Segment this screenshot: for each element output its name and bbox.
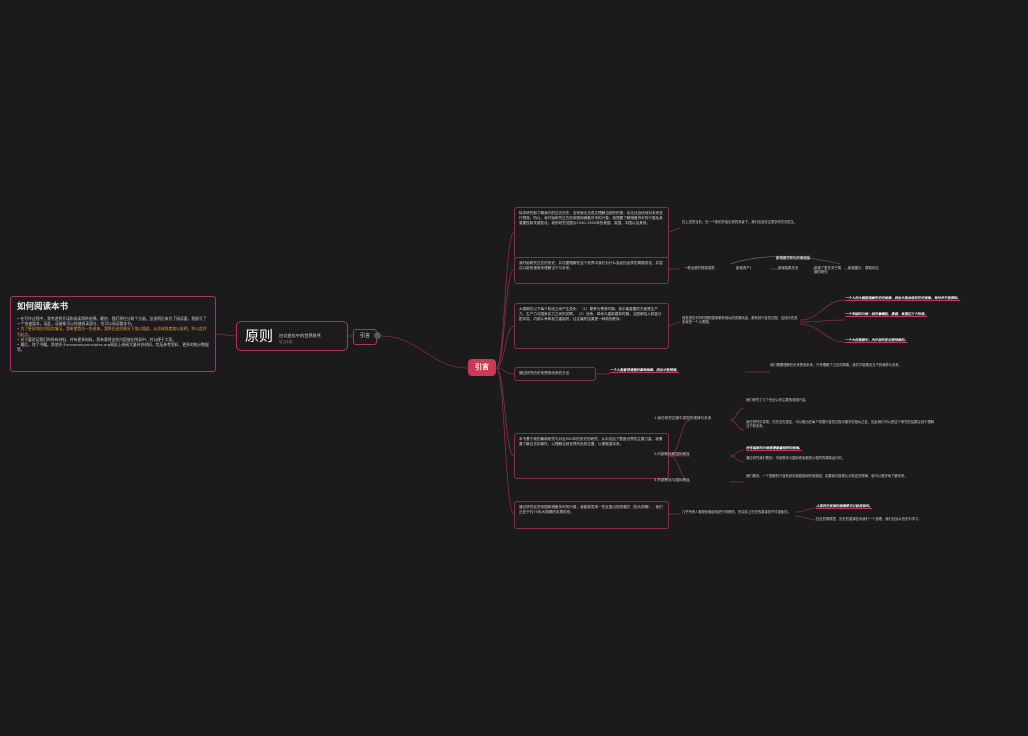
center-topic-intro[interactable]: 引言 [468,359,496,376]
branch-6-note-2: 在这些周期里，历史的重演告诉我们一个道理，我们应该从历史中学习。 [816,517,922,521]
branch-6-red: 人类历史发展的规律是可以被发现的。 [816,504,873,508]
branch-4-note: 我们需要理解历史来预测未来，只有理解了过去的周期，我们才能看清当下的局势与未来。 [770,363,902,367]
root-topic[interactable]: 原则 应对变化中的世界秩序 瑞·达利欧 [236,321,348,351]
sub-1-text-1: 我们研究了几个世纪以来主要的帝国兴衰。 [746,398,809,402]
root-subtitle: 应对变化中的世界秩序 [279,333,321,338]
chain-title: 新增模式转化的演进图 [776,256,810,260]
chain-step-5: 新增图示、周期评估 [848,266,892,271]
branch-text: 大周期在以下每个阶段之间产生变化：（1）繁荣与萧条时期。其中最重要的方面是生产力… [519,307,662,321]
branch-6-note: 几乎所有人都是依赖经验进行判断的，但实际上历史的重演是不可避免的。 [682,510,791,514]
sub-1-text-2: 我在研究中发现，历史总在重复，可以看出在每个帝国兴衰的过程中都存在相似之处，因此… [746,420,934,429]
branch-text: 本书基于我的最新研究与对近500年的历史的研究，从中总结了塑造世界的主要力量。我… [519,437,663,446]
sub-3-text-1: 我们看到，一个国家的兴衰有其内部原因和外部原因，如果我们能够认识到这些规律，就可… [746,474,908,478]
guide-title: 如何阅读本书 [17,302,69,312]
branch-3-red-2: 一个帝国的兴衰：经历着崛起、鼎盛、衰落这三个阶段。 [845,312,928,316]
sub-label-2: 2.内部秩序和国际秩序 [654,452,690,456]
how-to-read-box[interactable]: 如何阅读本书 • 在写作过程中，我考虑到开读和阅读两种选择。最终，我们将在分两个… [10,296,216,372]
root-note: 瑞·达利欧 [279,340,293,344]
branch-text: 通过研究这些帝国和储备货币的兴衰，我能够发现一些反复出现的模式（如大周期），我们… [519,505,663,514]
branch-3-note: 我发现在不同时期的国家都有相似的发展轨迹，都有其兴衰的过程。这段历史其实就是一个… [682,316,798,325]
branch-4-red: 一个人能看得清楚的事物规律，然后才能预测。 [610,368,680,372]
guide-line: • 对于要验证我们的所有材料，并有更多材料。我有意将这些内容放在附录中，并以便于… [17,336,177,342]
branch-topic-4[interactable]: 通过研究历史来预测未来的方法 [514,367,596,381]
sub-2-text-1: 通过研究我们看到，内部秩序与国际秩序都是以相同的周期运行的。 [746,456,845,460]
branch-topic-5[interactable]: 本书基于我的最新研究与对近500年的历史的研究，从中总结了塑造世界的主要力量。我… [514,433,669,479]
intro-pill-node[interactable]: 引言 [353,329,377,345]
guide-line: • 最后，除了书籍，其他关于economicprinciples.org网站上参… [17,342,209,353]
sub-label-3: 3.外部秩序与国际秩序 [654,478,690,482]
branch-topic-3[interactable]: 大周期在以下每个阶段之间产生变化：（1）繁荣与萧条时期。其中最重要的方面是生产力… [514,303,669,349]
root-title: 原则 [245,329,273,345]
chain-step-3: 新增因果关系 [778,266,812,271]
chain-step-4: 新增了更多关于周期的研究 [814,266,844,275]
collapse-toggle-icon[interactable]: - [374,332,381,339]
branch-3-red-1: 一个人的大脑能理解历史的规律，然后才能总结的历史规律，有时并不能预知。 [845,296,961,300]
branch-topic-1[interactable]: 除非研究和了解我们的过去历史，否则我无法真正理解当前的形势。也无法自信地对未来进… [514,207,669,259]
chain-step-2: 新增资产1 [736,266,770,271]
chain-step-1: 一种全新的框架视角 [684,266,740,271]
sub-2-red: 所有国家的兴衰都遵循着相同的规律。 [746,446,803,450]
branch-text: 通过研究历史来预测未来的方法 [519,371,570,375]
sub-label-1: 1.我在研究过程中发现的规律与未来 [654,416,712,420]
branch-topic-6[interactable]: 通过研究这些帝国和储备货币的兴衰，我能够发现一些反复出现的模式（如大周期），我们… [514,501,669,529]
branch-1-note: 在上述的当前，在一个新的开始出现的背景下，我们应该关注更多的东西发生。 [682,220,798,224]
guide-line: • 为了更好地应对现实情况，我希望首先一些讲来。我将在这些情况下加以描述，从总体… [17,326,207,337]
branch-text: 除非研究和了解我们的过去历史，否则我无法真正理解当前的形势。也无法自信地对未来进… [519,211,663,225]
guide-line: • 在写作过程中，我考虑到开读和阅读两种选择。最终，我们将在分两个分量。这说明后… [17,316,207,327]
branch-text: 我开始研究过去的历史，并试图理解在这个世界中我们为什么会经历这样的周期变化，并尝… [519,261,663,270]
branch-3-red-3: 一个大的周期中，内外部的变化是持续的。 [845,338,908,342]
branch-topic-2[interactable]: 我开始研究过去的历史，并试图理解在这个世界中我们为什么会经历这样的周期变化，并尝… [514,257,669,284]
